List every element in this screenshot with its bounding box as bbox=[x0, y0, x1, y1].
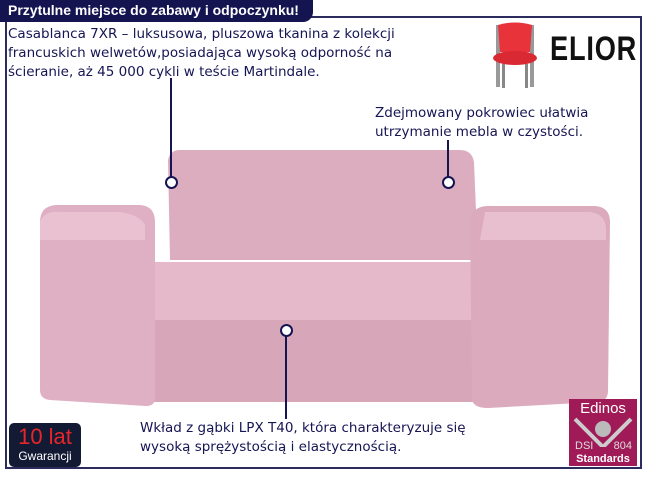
callout-line-cover bbox=[447, 140, 449, 180]
certificate-left: DSI bbox=[575, 440, 594, 452]
feature-cover: Zdejmowany pokrowiec ułatwia utrzymanie … bbox=[375, 105, 589, 140]
chair-icon bbox=[493, 22, 537, 88]
certificate-right: 804 bbox=[613, 440, 632, 452]
certificate-badge: Edinos DSI 804 Standards bbox=[569, 399, 637, 466]
callout-line-foam bbox=[285, 333, 287, 419]
certificate-name: Edinos bbox=[580, 400, 626, 417]
certificate-emblem-icon bbox=[573, 417, 633, 447]
infographic-frame bbox=[5, 16, 642, 469]
page-title: Przytulne miejsce do zabawy i odpoczynku… bbox=[0, 0, 313, 22]
certificate-bottom: Standards bbox=[576, 453, 630, 465]
brand-logo: ELIOR bbox=[488, 20, 638, 90]
callout-dot-fabric bbox=[165, 176, 178, 189]
warranty-label: Gwarancji bbox=[18, 449, 72, 463]
callout-line-fabric bbox=[170, 78, 172, 180]
callout-dot-foam bbox=[280, 324, 293, 337]
feature-foam: Wkład z gąbki LPX T40, która charakteryz… bbox=[140, 420, 466, 455]
callout-dot-cover bbox=[442, 176, 455, 189]
warranty-years: 10 lat bbox=[18, 424, 72, 449]
brand-name: ELIOR bbox=[550, 30, 638, 68]
warranty-badge: 10 lat Gwarancji bbox=[9, 423, 81, 467]
feature-fabric: Casablanca 7XR – luksusowa, pluszowa tka… bbox=[8, 26, 395, 80]
